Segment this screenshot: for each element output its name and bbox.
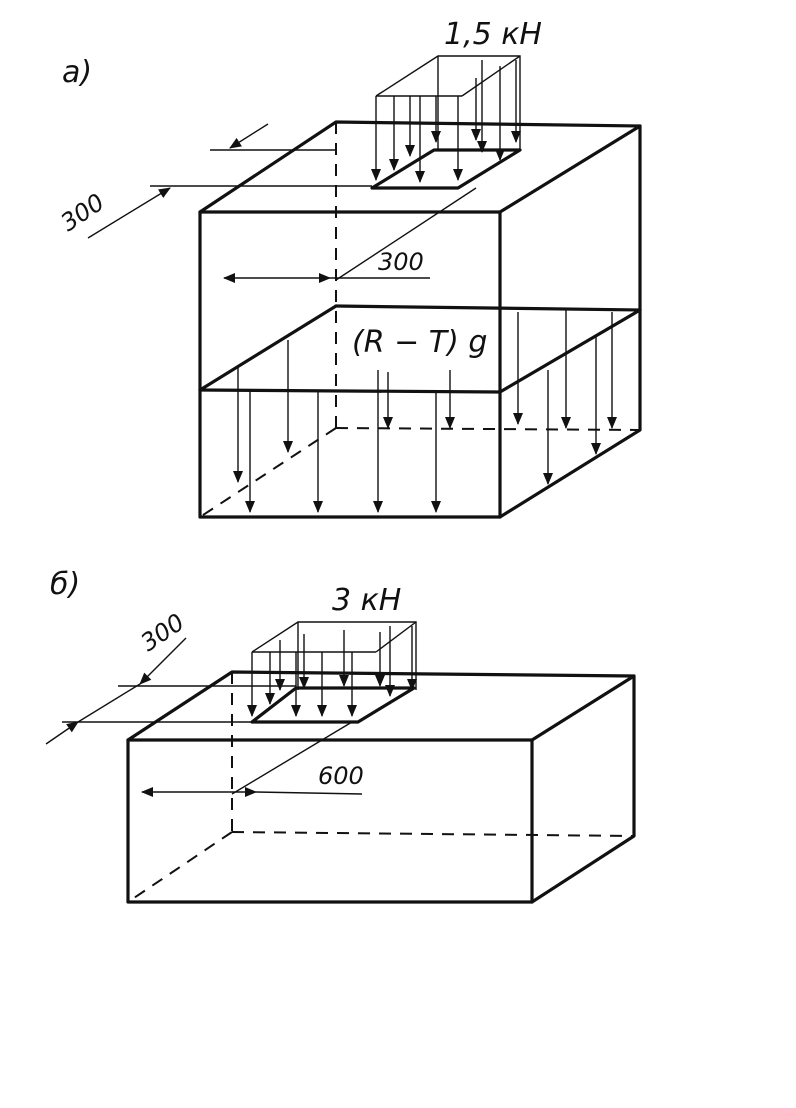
figure-a-hidden-bottom-side [199,427,337,518]
figure-a: а) [56,17,642,519]
figure-b-dim-width-label: 600 [318,762,364,790]
figure-b-load-box: 3 кН [247,583,417,724]
figure-a-load-arrows [371,60,521,183]
figure-a-front-face [198,210,502,519]
figure-b-front-face [126,738,534,904]
figure-a-plane-back [334,304,642,312]
figure-a-plane-front [198,388,502,394]
figure-a-layer-label: (R − T) g [352,325,487,360]
figure-b-load-label: 3 кН [332,583,401,618]
figure-a-volume-arrows [233,310,617,513]
figure-a-top-edges [198,120,642,214]
figure-a-load-box: 1,5 кН [370,17,542,190]
figure-b-block [126,670,636,904]
figure-a-load-outline [375,55,521,150]
figure-b-label: б) [50,567,80,602]
figure-b-top-edges [126,670,636,742]
figure-a-dim-depth: 300 [56,123,372,239]
figure-b-hidden-bottom-back [231,831,635,837]
figure-b-dim-width: 600 [141,721,364,797]
figure-a-dim-width-label: 300 [378,248,424,276]
figure-b-hidden-bottom-side [127,831,233,903]
figure-a-plane-right [498,308,642,394]
figure-a-dim-width: 300 [223,187,477,283]
figure-a-load-label: 1,5 кН [444,17,542,52]
figure-b-load-outline [251,621,417,690]
figure-b: б) [45,567,636,904]
figure-a-label: а) [62,55,92,90]
figure-b-load-arrows [247,626,417,717]
figure-b-dim-depth-label: 300 [136,608,190,657]
figure-b-dim-depth: 300 [45,608,296,745]
figure-b-right-edges [530,674,636,904]
figure-a-hidden-bottom-back [335,427,641,431]
figure-a-plane-left [198,304,338,392]
